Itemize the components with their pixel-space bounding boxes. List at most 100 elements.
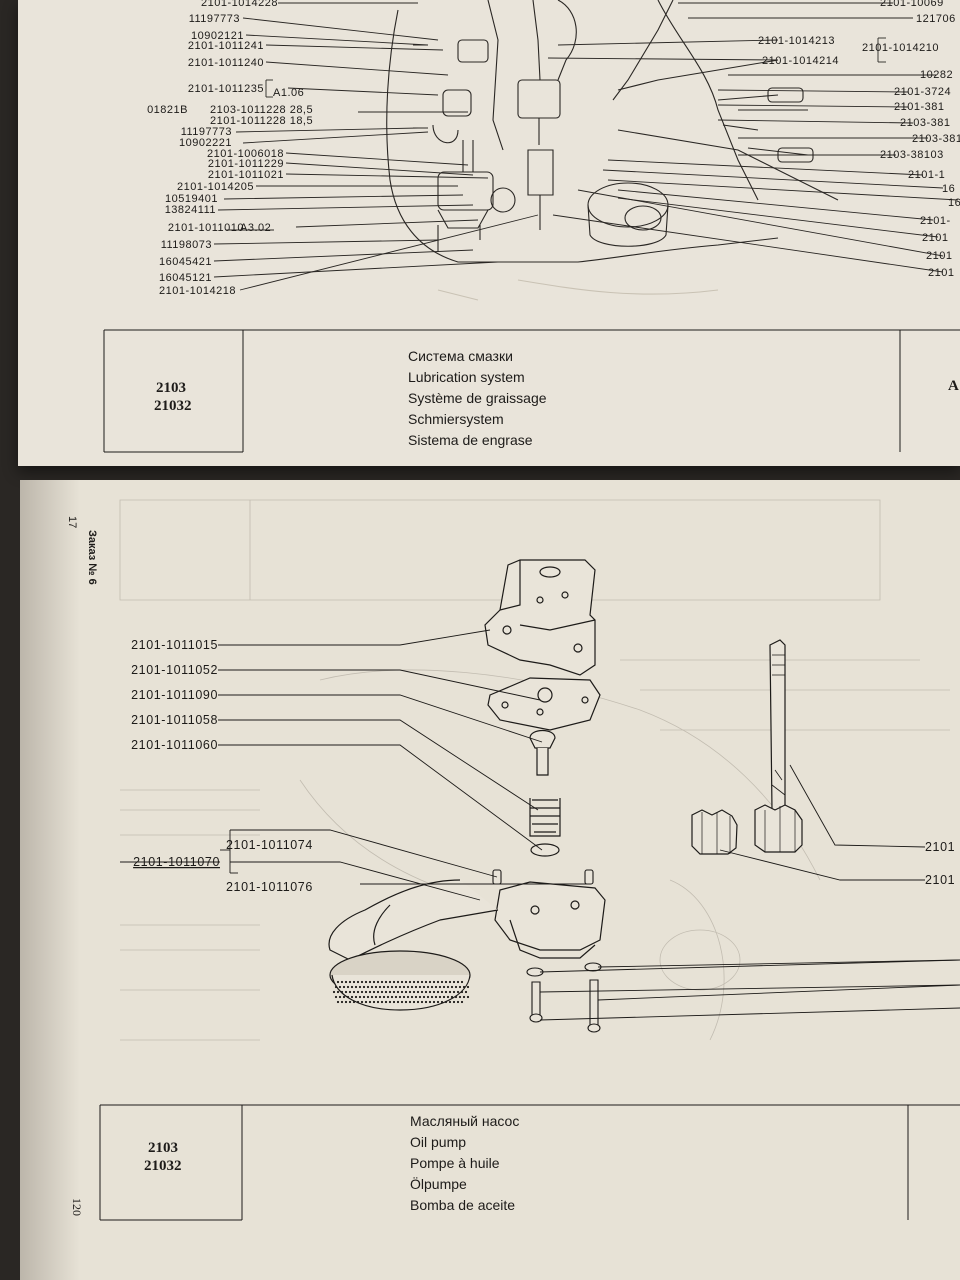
part-number-label: 2101-3724 xyxy=(894,86,951,98)
filter-mesh-dot xyxy=(334,995,338,999)
filter-mesh-dot xyxy=(392,980,396,984)
filter-mesh-dot xyxy=(400,980,404,984)
filter-mesh-dot xyxy=(348,980,352,984)
right-edge-mark: A xyxy=(948,378,959,394)
filter-mesh-dot xyxy=(366,995,370,999)
part-number-label: 2101-1011076 xyxy=(226,880,313,894)
filter-mesh-dot xyxy=(336,1000,340,1004)
filter-mesh-dot xyxy=(338,985,342,989)
filter-mesh-dot xyxy=(404,1000,408,1004)
filter-mesh-dot xyxy=(352,1000,356,1004)
part-number-label: 10902121 xyxy=(191,30,244,42)
filter-mesh-dot xyxy=(398,995,402,999)
filter-mesh-dot xyxy=(384,990,388,994)
filter-mesh-dot xyxy=(334,985,338,989)
filter-mesh-dot xyxy=(466,985,470,989)
part-number-label: 10902221 xyxy=(179,137,232,149)
part-number-label: 16 xyxy=(942,183,955,195)
filter-mesh-dot xyxy=(462,995,466,999)
filter-mesh-dot xyxy=(420,990,424,994)
filter-mesh-dot xyxy=(392,990,396,994)
filter-mesh-dot xyxy=(404,980,408,984)
filter-mesh-dot xyxy=(452,990,456,994)
part-number-label: 2101-1014214 xyxy=(762,55,839,67)
part-number-label: 13824111 xyxy=(165,204,216,216)
part-number-label: 10282 xyxy=(920,69,953,81)
filter-mesh-dot xyxy=(412,990,416,994)
filter-mesh-dot xyxy=(350,985,354,989)
filter-mesh-dot xyxy=(428,1000,432,1004)
filter-mesh-dot xyxy=(346,995,350,999)
filter-mesh-dot xyxy=(374,995,378,999)
filter-mesh-dot xyxy=(348,1000,352,1004)
part-number-label: 2101- xyxy=(920,215,951,227)
filter-mesh-dot xyxy=(400,1000,404,1004)
margin-order-number: Заказ № 6 xyxy=(86,530,98,585)
caption-fr: Pompe à huile xyxy=(410,1155,500,1171)
filter-mesh-dot xyxy=(378,985,382,989)
filter-mesh-dot xyxy=(376,990,380,994)
filter-mesh-dot xyxy=(444,1000,448,1004)
part-number-label: 2101-1011241 xyxy=(188,40,264,52)
filter-mesh-dot xyxy=(394,985,398,989)
caption-ru: Система смазки xyxy=(408,348,513,364)
part-number-label: 2101-1011010 xyxy=(168,222,244,234)
filter-mesh-dot xyxy=(424,980,428,984)
filter-mesh-dot xyxy=(360,1000,364,1004)
model-number-2103: 2103 xyxy=(148,1140,178,1156)
filter-mesh-dot xyxy=(374,985,378,989)
filter-mesh-dot xyxy=(370,995,374,999)
model-number-21032: 21032 xyxy=(144,1158,182,1174)
page-number: 120 xyxy=(70,1198,84,1216)
model-number-21032: 21032 xyxy=(154,398,192,414)
filter-mesh-dot xyxy=(388,1000,392,1004)
filter-mesh-dot xyxy=(442,995,446,999)
filter-mesh-dot xyxy=(356,990,360,994)
part-number-label: 2101 xyxy=(922,232,948,244)
caption-de: Schmiersystem xyxy=(408,411,504,427)
filter-mesh-dot xyxy=(362,985,366,989)
filter-mesh-dot xyxy=(432,1000,436,1004)
filter-mesh-dot xyxy=(420,1000,424,1004)
part-number-label: 2101-10069 xyxy=(880,0,944,9)
filter-mesh-dot xyxy=(426,995,430,999)
filter-mesh-dot xyxy=(368,980,372,984)
part-number-label: 2101-1014210 xyxy=(862,42,939,54)
filter-mesh-dot xyxy=(458,995,462,999)
filter-mesh-dot xyxy=(420,980,424,984)
filter-mesh-dot xyxy=(460,1000,464,1004)
filter-mesh-dot xyxy=(438,995,442,999)
part-number-label: 11198073 xyxy=(161,239,212,251)
part-number-label: 2101-1011090 xyxy=(131,688,218,702)
filter-mesh-dot xyxy=(362,995,366,999)
filter-mesh-dot xyxy=(436,980,440,984)
filter-mesh-dot xyxy=(418,985,422,989)
filter-mesh-dot xyxy=(402,995,406,999)
filter-mesh-dot xyxy=(346,985,350,989)
caption-de: Ölpumpe xyxy=(410,1176,467,1192)
filter-mesh-dot xyxy=(410,995,414,999)
part-number-variant: 2103-1011228 28,5 xyxy=(210,104,313,116)
filter-mesh-dot xyxy=(432,990,436,994)
filter-mesh-dot xyxy=(390,995,394,999)
filter-mesh-dot xyxy=(460,980,464,984)
part-number-label: 2101-1011070 xyxy=(133,855,220,869)
filter-mesh-dot xyxy=(456,1000,460,1004)
filter-mesh-dot xyxy=(384,1000,388,1004)
part-number-label: 2101-1014213 xyxy=(758,35,835,47)
filter-mesh-dot xyxy=(428,980,432,984)
part-number-label: 2101-1 xyxy=(908,169,945,181)
filter-mesh-dot xyxy=(342,985,346,989)
filter-mesh-dot xyxy=(428,990,432,994)
model-number-2103: 2103 xyxy=(156,380,186,396)
filter-mesh-dot xyxy=(352,980,356,984)
part-number-label: 2101-1011235 xyxy=(188,83,264,95)
filter-mesh-dot xyxy=(352,990,356,994)
part-number-label: 2101-1011058 xyxy=(131,713,218,727)
filter-mesh-dot xyxy=(430,995,434,999)
filter-mesh-dot xyxy=(332,990,336,994)
filter-mesh-dot xyxy=(350,995,354,999)
part-number-label: 121706 xyxy=(916,13,956,25)
